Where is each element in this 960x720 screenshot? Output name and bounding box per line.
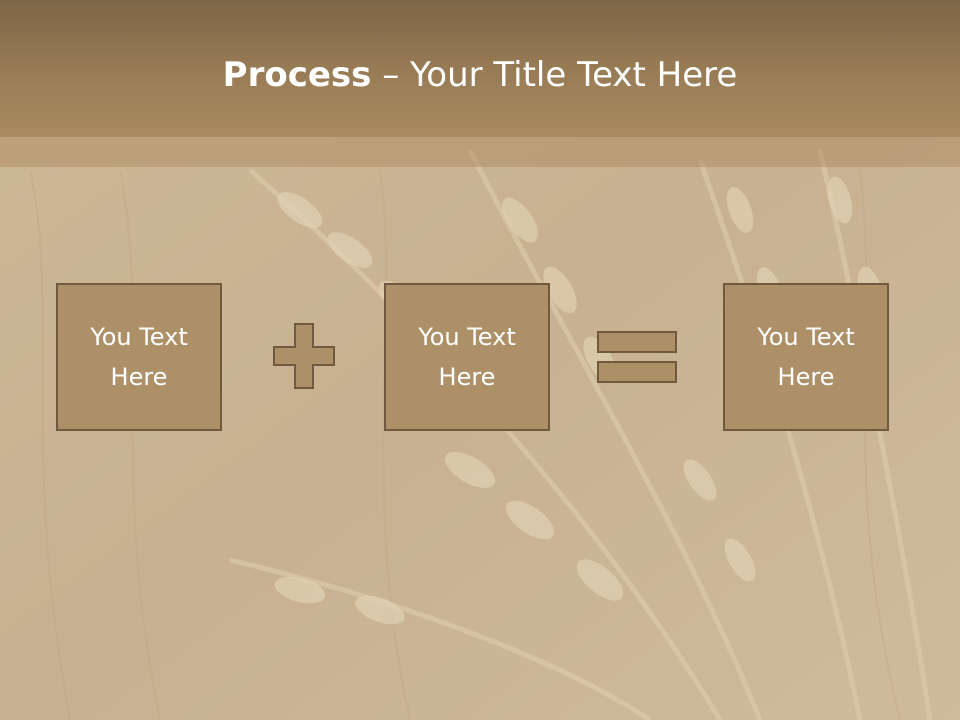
process-box-1[interactable]: You Text Here xyxy=(56,283,222,431)
plus-icon xyxy=(273,323,335,389)
title-separator: – xyxy=(371,55,411,95)
title-band xyxy=(0,0,960,137)
process-box-2-label: You Text Here xyxy=(418,323,516,391)
process-box-3[interactable]: You Text Here xyxy=(723,283,889,431)
process-box-1-label: You Text Here xyxy=(90,323,188,391)
slide-title: Process – Your Title Text Here xyxy=(0,50,960,100)
equals-icon xyxy=(597,331,677,383)
title-bold: Process xyxy=(222,55,372,95)
title-rest: Your Title Text Here xyxy=(410,55,738,95)
process-box-2[interactable]: You Text Here xyxy=(384,283,550,431)
process-box-3-label: You Text Here xyxy=(757,323,855,391)
title-strip xyxy=(0,137,960,167)
